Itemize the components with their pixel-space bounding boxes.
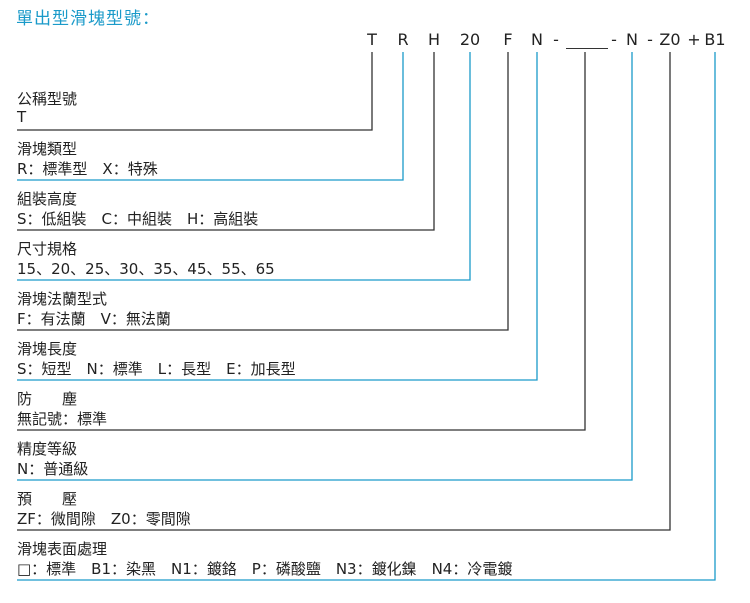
item-desc: □：標準 B1：染黑 N1：鍍鉻 P：磷酸鹽 N3：鍍化鎳 N4：冷電鍍 xyxy=(17,560,513,578)
blank-underline xyxy=(566,48,608,49)
item-desc: S：低組裝 C：中組裝 H：高組裝 xyxy=(17,210,259,228)
connector-line xyxy=(17,52,471,281)
item-desc: 無記號：標準 xyxy=(17,410,108,428)
item-name: 防 塵 xyxy=(17,390,78,408)
item-name: 組裝高度 xyxy=(17,190,78,208)
code-part: H xyxy=(427,30,441,49)
item-desc: N：普通級 xyxy=(17,460,89,478)
code-part: - xyxy=(611,30,617,49)
code-part: - xyxy=(647,30,653,49)
item-name: 公稱型號 xyxy=(17,90,78,108)
item-desc: ZF：微間隙 Z0：零間隙 xyxy=(17,510,191,528)
item-name: 滑塊表面處理 xyxy=(17,540,108,558)
code-part: + xyxy=(687,30,701,49)
code-part: B1 xyxy=(704,30,726,49)
diagram-title: 單出型滑塊型號： xyxy=(16,9,160,29)
connector-line xyxy=(17,52,716,581)
connector-line xyxy=(17,52,538,381)
code-part: 20 xyxy=(459,30,481,49)
code-part: N xyxy=(531,30,543,49)
code-part: - xyxy=(553,30,559,49)
item-name: 滑塊長度 xyxy=(17,340,78,358)
item-name: 滑塊法蘭型式 xyxy=(17,290,108,308)
code-part: Z0 xyxy=(659,30,681,49)
code-part: F xyxy=(503,30,513,49)
connector-line xyxy=(17,52,633,481)
item-name: 精度等級 xyxy=(17,440,78,458)
code-part: R xyxy=(397,30,409,49)
item-desc: T xyxy=(17,108,27,126)
item-name: 預 壓 xyxy=(17,490,78,508)
item-desc: S：短型 N：標準 L：長型 E：加長型 xyxy=(17,360,296,378)
connector-line xyxy=(17,52,373,131)
item-desc: 15、20、25、30、35、45、55、65 xyxy=(17,260,275,278)
item-name: 滑塊類型 xyxy=(17,140,78,158)
connector-line xyxy=(17,52,435,231)
code-part: T xyxy=(367,30,377,49)
connector-line xyxy=(17,52,671,531)
item-name: 尺寸規格 xyxy=(17,240,78,258)
connector-line xyxy=(17,52,509,331)
item-desc: R：標準型 X：特殊 xyxy=(17,160,158,178)
item-desc: F：有法蘭 V：無法蘭 xyxy=(17,310,171,328)
connector-line xyxy=(17,52,404,181)
code-part: N xyxy=(626,30,638,49)
connector-line xyxy=(17,52,586,431)
